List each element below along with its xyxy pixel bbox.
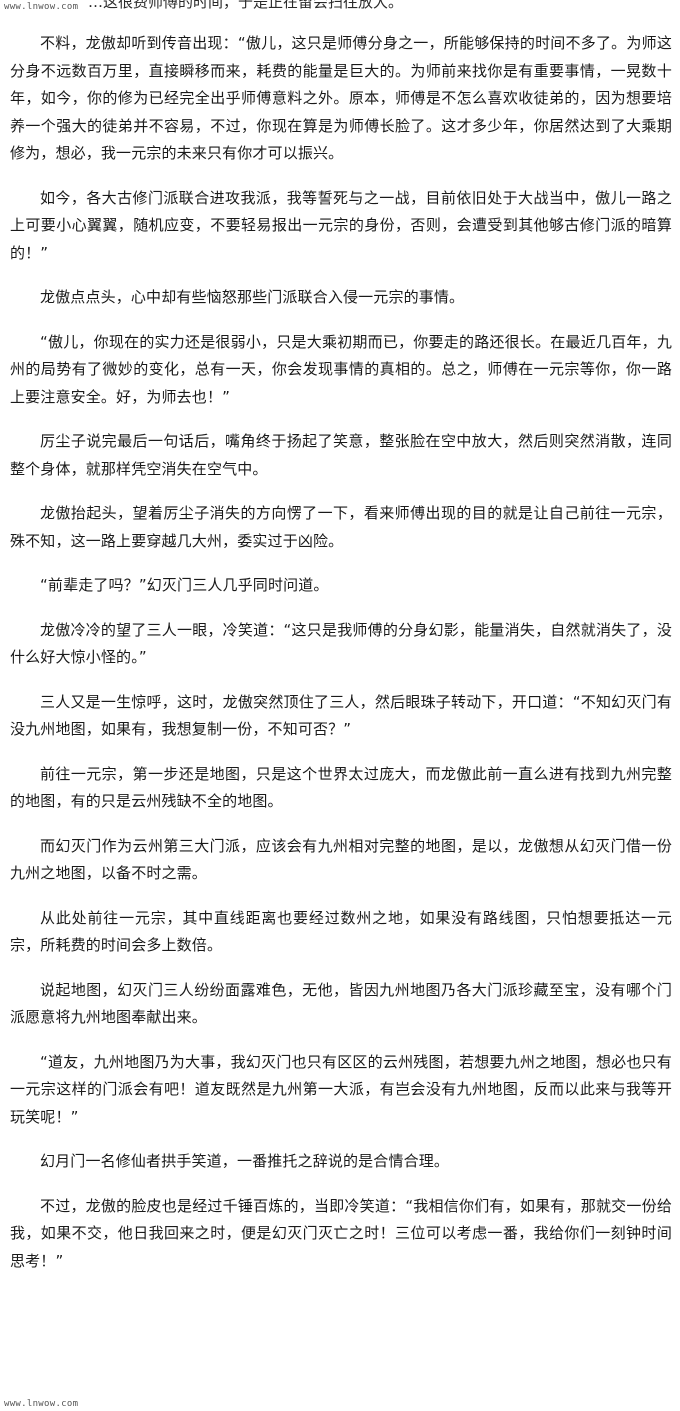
paragraph: 厉尘子说完最后一句话后，嘴角终于扬起了笑意，整张脸在空中放大，然后则突然消散，连…	[10, 432, 672, 478]
paragraph: “道友，九州地图乃为大事，我幻灭门也只有区区的云州残图，若想要九州之地图，想必也…	[10, 1052, 672, 1126]
paragraph: 三人又是一生惊呼，这时，龙傲突然顶住了三人，然后眼珠子转动下，开口道：“不知幻灭…	[10, 692, 672, 739]
paragraph: 不料，龙傲却听到传音出现：“傲儿，这只是师傅分身之一，所能够保持的时间不多了。为…	[10, 34, 672, 162]
cut-off-line-fragment: …这很费师傅的时间，于是正在留会扫往放大。	[88, 0, 404, 11]
watermark-top: www.lnwow.com	[4, 2, 79, 12]
paragraph: 幻月门一名修仙者拱手笑道，一番推托之辞说的是合情合理。	[40, 1152, 450, 1170]
paragraph: 从此处前往一元宗，其中直线距离也要经过数州之地，如果没有路线图，只怕想要抵达一元…	[10, 908, 672, 955]
paragraph: 不过，龙傲的脸皮也是经过千锤百炼的，当即冷笑道：“我相信你们有，如果有，那就交一…	[10, 1196, 672, 1270]
paragraph: 龙傲抬起头，望着厉尘子消失的方向愣了一下，看来师傅出现的目的就是让自己前往一元宗…	[10, 504, 672, 550]
paragraph: 龙傲冷冷的望了三人一眼，冷笑道：“这只是我师傅的分身幻影，能量消失，自然就消失了…	[10, 620, 672, 667]
paragraph: 而幻灭门作为云州第三大门派，应该会有九州相对完整的地图，是以，龙傲想从幻灭门借一…	[10, 836, 672, 883]
paragraph: “前辈走了吗？”幻灭门三人几乎同时问道。	[40, 576, 329, 594]
paragraph: 前往一元宗，第一步还是地图，只是这个世界太过庞大，而龙傲此前一直么进有找到九州完…	[10, 764, 672, 811]
article-body: 不料，龙傲却听到传音出现：“傲儿，这只是师傅分身之一，所能够保持的时间不多了。为…	[10, 30, 672, 1292]
paragraph: “傲儿，你现在的实力还是很弱小，只是大乘初期而已，你要走的路还很长。在最近几百年…	[10, 332, 672, 406]
paragraph: 如今，各大古修门派联合进攻我派，我等誓死与之一战，目前依旧处于大战当中，傲儿一路…	[10, 188, 672, 262]
paragraph: 说起地图，幻灭门三人纷纷面露难色，无他，皆因九州地图乃各大门派珍藏至宝，没有哪个…	[10, 980, 672, 1027]
watermark-bottom: www.lnwow.com	[4, 1399, 79, 1409]
paragraph: 龙傲点点头，心中却有些恼怒那些门派联合入侵一元宗的事情。	[40, 288, 465, 306]
